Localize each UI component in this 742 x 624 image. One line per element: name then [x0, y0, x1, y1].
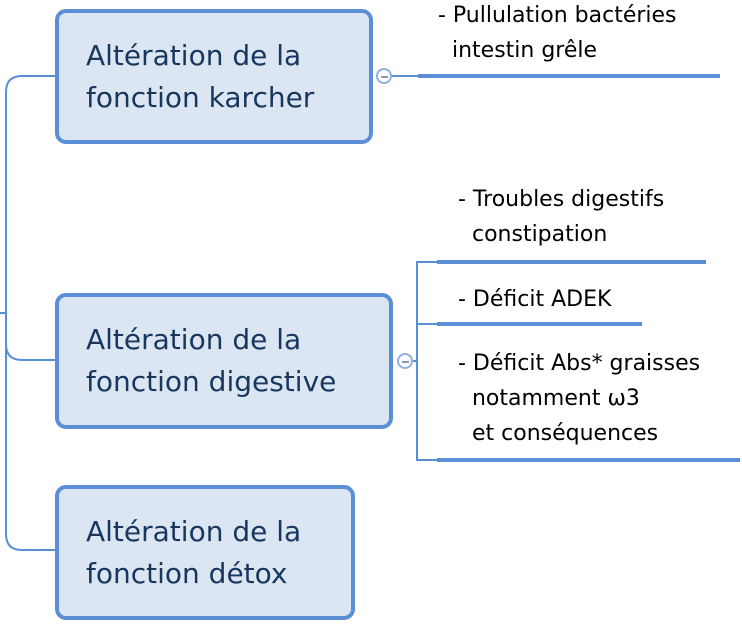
node-karcher[interactable]: Altération de la fonction karcher	[55, 9, 373, 144]
digestive-bracket	[413, 261, 437, 461]
leaf-pullulation[interactable]: - Pullulation bactéries intestin grêle	[438, 3, 677, 63]
leaf-deficit-adek[interactable]: - Déficit ADEK	[458, 287, 612, 312]
collapse-digestive-button[interactable]	[397, 353, 413, 369]
branch-trunk	[5, 75, 57, 551]
node-detox[interactable]: Altération de la fonction détox	[55, 485, 355, 620]
leaf-troubles-digestifs[interactable]: - Troubles digestifs constipation	[458, 187, 665, 247]
leaf-deficit-graisses[interactable]: - Déficit Abs* graisses notamment ω3 et …	[458, 351, 701, 446]
node-digestive[interactable]: Altération de la fonction digestive	[55, 293, 393, 429]
collapse-karcher-button[interactable]	[376, 68, 392, 84]
branch-digestive	[5, 343, 57, 361]
